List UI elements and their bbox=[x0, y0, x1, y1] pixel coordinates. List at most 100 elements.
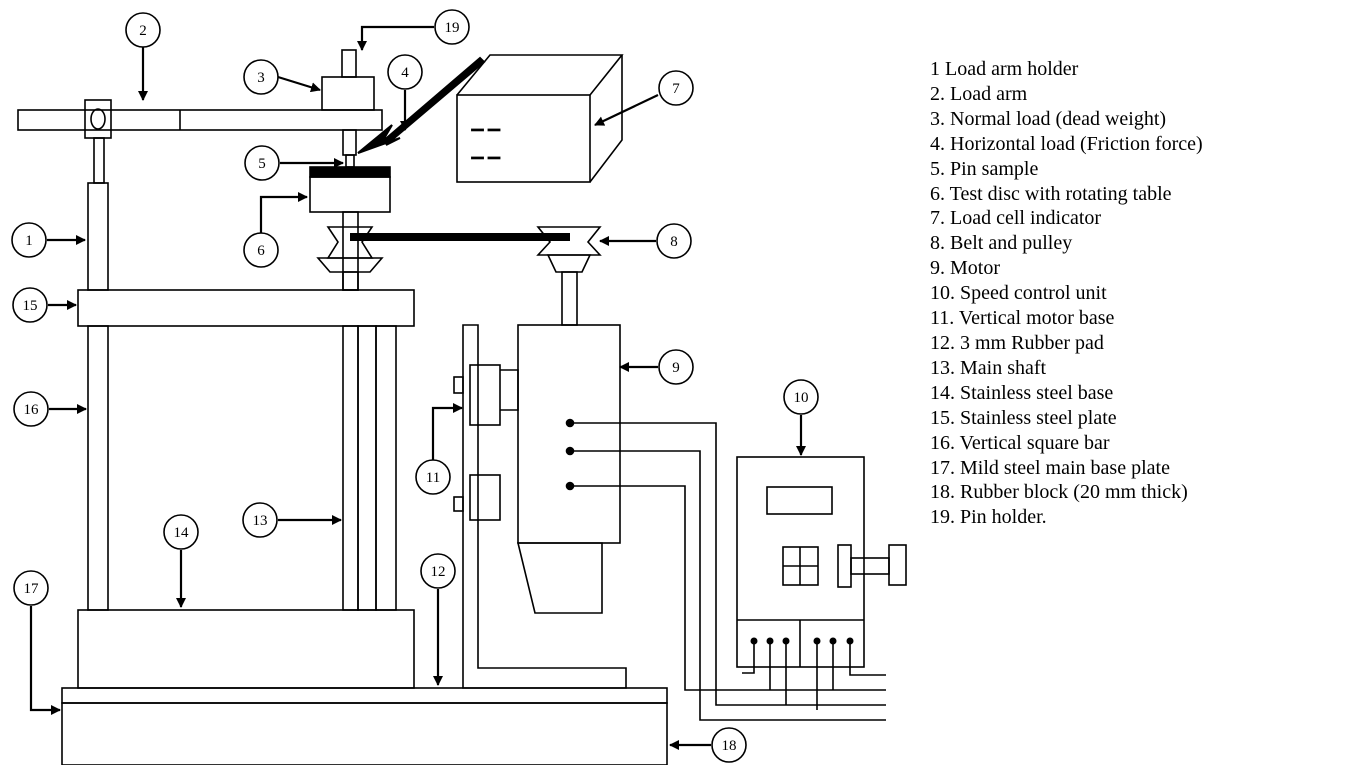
callout-number: 17 bbox=[24, 581, 40, 597]
load-arm-holder-neck bbox=[93, 137, 105, 184]
legend-item-9: 9. Motor bbox=[930, 257, 1000, 280]
callout-1: 1 bbox=[11, 222, 47, 258]
legend-item-3: 3. Normal load (dead weight) bbox=[930, 107, 1167, 130]
callout-number: 6 bbox=[257, 243, 265, 259]
callout-leader-11 bbox=[431, 403, 463, 460]
callout-circle bbox=[711, 727, 747, 763]
callout-3: 3 bbox=[243, 59, 279, 95]
load-cell-display-marks-1: – – bbox=[471, 115, 501, 140]
legend-item-1: 1 Load arm holder bbox=[930, 58, 1079, 80]
callout-circle bbox=[13, 391, 49, 427]
callout-circle bbox=[656, 223, 692, 259]
pin-holder-lower bbox=[342, 129, 357, 156]
callout-2: 2 bbox=[125, 12, 161, 48]
callout-number: 1 bbox=[25, 233, 33, 249]
legend-item-15: 15. Stainless steel plate bbox=[930, 406, 1117, 429]
callout-circle bbox=[783, 379, 819, 415]
legend-item-14: 14. Stainless steel base bbox=[930, 381, 1114, 404]
load-arm-holder-post bbox=[87, 182, 109, 291]
mild-steel-main-base-plate bbox=[61, 687, 668, 704]
callout-circle bbox=[658, 70, 694, 106]
motor bbox=[517, 324, 621, 544]
legend-item-16: 16. Vertical square bar bbox=[930, 431, 1110, 454]
callout-13: 13 bbox=[242, 502, 278, 538]
vertical-motor-base bbox=[462, 324, 627, 689]
callout-17: 17 bbox=[13, 570, 49, 606]
callout-15: 15 bbox=[12, 287, 48, 323]
callout-number: 16 bbox=[24, 402, 40, 418]
legend-item-5: 5. Pin sample bbox=[930, 157, 1039, 180]
callout-14: 14 bbox=[163, 514, 199, 550]
callout-number: 2 bbox=[139, 23, 147, 39]
callout-circle bbox=[387, 54, 423, 90]
callout-number: 8 bbox=[670, 234, 678, 250]
rotating-table bbox=[309, 176, 391, 213]
callout-circle bbox=[658, 349, 694, 385]
callout-circle bbox=[163, 514, 199, 550]
callout-number: 10 bbox=[794, 390, 809, 406]
legend-item-7: 7. Load cell indicator bbox=[930, 207, 1102, 230]
callout-leader-3 bbox=[277, 75, 321, 93]
callout-5: 5 bbox=[244, 145, 280, 181]
horizontal-load-arrow bbox=[357, 56, 486, 154]
legend-item-2: 2. Load arm bbox=[930, 82, 1028, 105]
pin-sample bbox=[345, 154, 355, 168]
legend-item-19: 19. Pin holder. bbox=[930, 506, 1047, 529]
callout-circle bbox=[434, 9, 470, 45]
wire-1 bbox=[574, 422, 886, 706]
wire-2 bbox=[574, 450, 886, 721]
callout-number: 15 bbox=[23, 298, 38, 314]
spindle bbox=[342, 211, 359, 291]
callout-11: 11 bbox=[415, 459, 451, 495]
speed-control-display bbox=[766, 486, 833, 515]
vertical-square-bar bbox=[87, 325, 109, 611]
normal-load-dead-weight bbox=[321, 76, 375, 111]
legend-item-12: 12. 3 mm Rubber pad bbox=[930, 331, 1104, 354]
callout-leader-7 bbox=[594, 94, 659, 126]
callout-9: 9 bbox=[658, 349, 694, 385]
callout-number: 18 bbox=[722, 738, 737, 754]
callout-circle bbox=[242, 502, 278, 538]
callout-number: 13 bbox=[253, 513, 268, 529]
callout-8: 8 bbox=[656, 223, 692, 259]
callout-number: 12 bbox=[431, 564, 446, 580]
legend-item-8: 8. Belt and pulley bbox=[930, 232, 1073, 255]
callout-7: 7 bbox=[658, 70, 694, 106]
callout-number: 9 bbox=[672, 360, 680, 376]
belt bbox=[350, 233, 570, 241]
callout-number: 3 bbox=[257, 70, 265, 86]
callout-6: 6 bbox=[243, 232, 279, 268]
stainless-steel-base bbox=[77, 609, 415, 689]
legend-item-18: 18. Rubber block (20 mm thick) bbox=[930, 481, 1188, 504]
callout-leader-6 bbox=[259, 192, 308, 233]
legend-item-17: 17. Mild steel main base plate bbox=[930, 456, 1170, 479]
legend-item-4: 4. Horizontal load (Friction force) bbox=[930, 132, 1203, 155]
callout-number: 7 bbox=[672, 81, 680, 97]
callout-leader-19 bbox=[357, 25, 434, 51]
rubber-block bbox=[61, 702, 668, 765]
callout-number: 11 bbox=[426, 470, 440, 486]
callout-18: 18 bbox=[711, 727, 747, 763]
callout-number: 19 bbox=[445, 20, 460, 36]
callout-number: 4 bbox=[401, 65, 409, 81]
callout-circle bbox=[13, 570, 49, 606]
callout-circle bbox=[244, 145, 280, 181]
callout-19: 19 bbox=[434, 9, 470, 45]
pin-holder bbox=[341, 49, 357, 78]
shaft-pulley bbox=[316, 226, 384, 291]
callout-12: 12 bbox=[420, 553, 456, 589]
callout-leader-17 bbox=[29, 606, 61, 715]
legend-item-13: 13. Main shaft bbox=[930, 356, 1047, 379]
load-cell-display-marks-2: – – bbox=[471, 143, 501, 168]
load-arm bbox=[17, 109, 383, 131]
motor-bottom bbox=[516, 542, 603, 614]
stainless-steel-plate bbox=[77, 289, 415, 327]
load-arm-holder-block bbox=[84, 99, 112, 139]
callout-circle bbox=[420, 553, 456, 589]
load-cell-indicator bbox=[456, 54, 624, 183]
callout-number: 14 bbox=[174, 525, 190, 541]
legend-item-6: 6. Test disc with rotating table bbox=[930, 182, 1172, 205]
callout-10: 10 bbox=[783, 379, 819, 415]
